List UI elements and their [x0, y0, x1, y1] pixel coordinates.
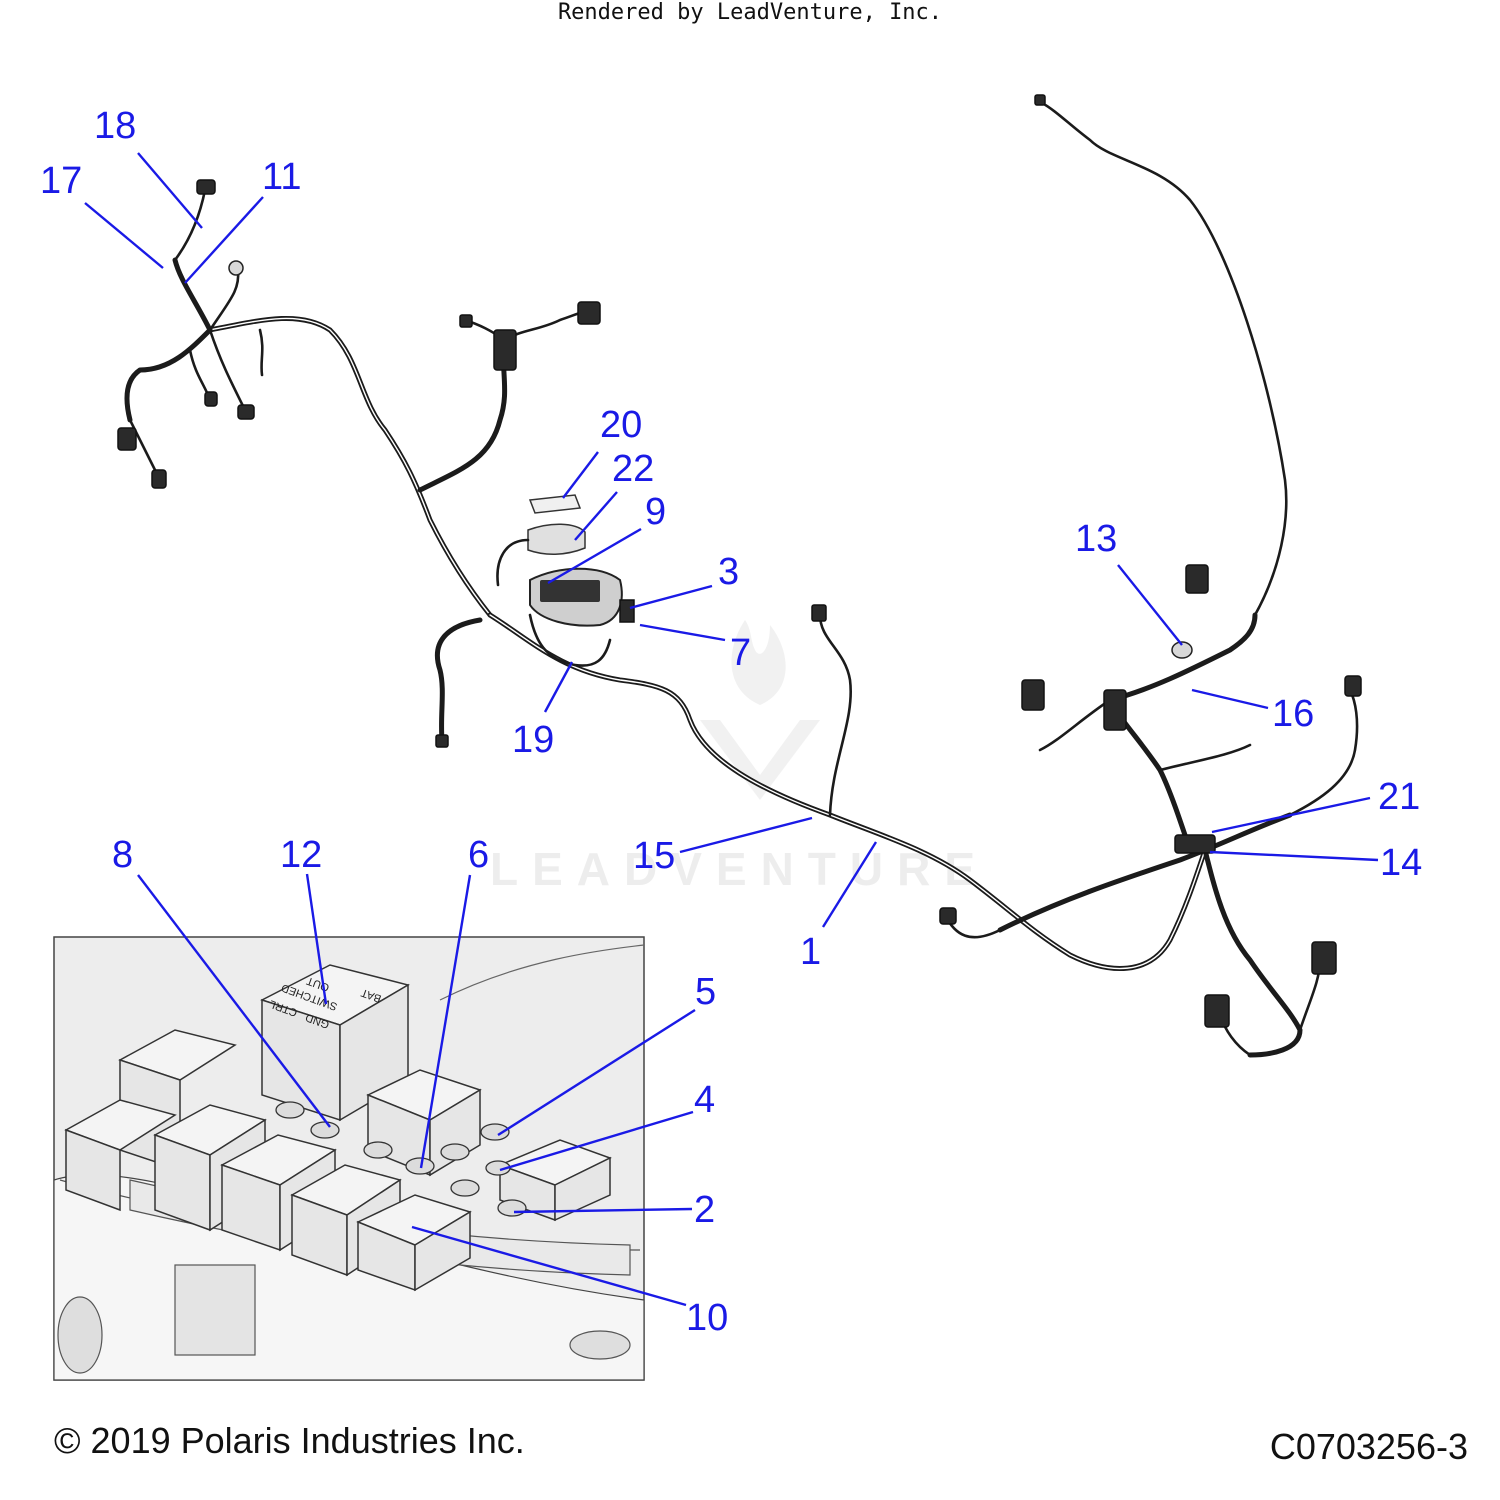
- callout-19[interactable]: 19: [512, 719, 554, 761]
- callout-18[interactable]: 18: [94, 105, 136, 147]
- callout-6[interactable]: 6: [468, 834, 489, 876]
- callout-11[interactable]: 11: [262, 156, 301, 198]
- watermark-flame-icon: [731, 620, 786, 705]
- relay-box-inset: OUT BAT SWITCHED CTRL GND: [53, 936, 645, 1381]
- callout-20[interactable]: 20: [600, 404, 642, 446]
- center-fuse-box: [529, 567, 635, 627]
- copyright-notice: © 2019 Polaris Industries Inc.: [54, 1420, 525, 1461]
- callout-1[interactable]: 1: [800, 931, 821, 973]
- drawing-code: C0703256-3: [1269, 1426, 1468, 1467]
- callout-12[interactable]: 12: [280, 834, 322, 876]
- callout-8[interactable]: 8: [112, 834, 133, 876]
- callout-5[interactable]: 5: [695, 971, 716, 1013]
- callout-13[interactable]: 13: [1075, 518, 1117, 560]
- callout-9[interactable]: 9: [645, 491, 666, 533]
- leader-lines: [84, 152, 1379, 1307]
- watermark: LEADVENTURE: [490, 620, 989, 895]
- watermark-logo-icon: [700, 720, 820, 800]
- callouts: 18 17 11 20 22 9 3 7 19 13 16 21 14 15 1…: [40, 105, 1422, 1339]
- callout-21[interactable]: 21: [1378, 776, 1420, 818]
- callout-22[interactable]: 22: [612, 448, 654, 490]
- callout-17[interactable]: 17: [40, 160, 82, 202]
- main-harness: [124, 101, 1359, 1058]
- harness-connectors: [117, 94, 1362, 1028]
- callout-14[interactable]: 14: [1380, 842, 1422, 884]
- callout-16[interactable]: 16: [1272, 693, 1314, 735]
- callout-2[interactable]: 2: [694, 1189, 715, 1231]
- callout-4[interactable]: 4: [694, 1079, 715, 1121]
- rendered-by-credit: Rendered by LeadVenture, Inc.: [557, 0, 943, 25]
- callout-15[interactable]: 15: [633, 835, 675, 877]
- callout-3[interactable]: 3: [718, 551, 739, 593]
- callout-10[interactable]: 10: [686, 1297, 728, 1339]
- watermark-text: LEADVENTURE: [490, 843, 989, 895]
- label-decal-20: [528, 494, 582, 514]
- callout-7[interactable]: 7: [730, 632, 751, 674]
- fuse-box-cover-22: [496, 523, 586, 587]
